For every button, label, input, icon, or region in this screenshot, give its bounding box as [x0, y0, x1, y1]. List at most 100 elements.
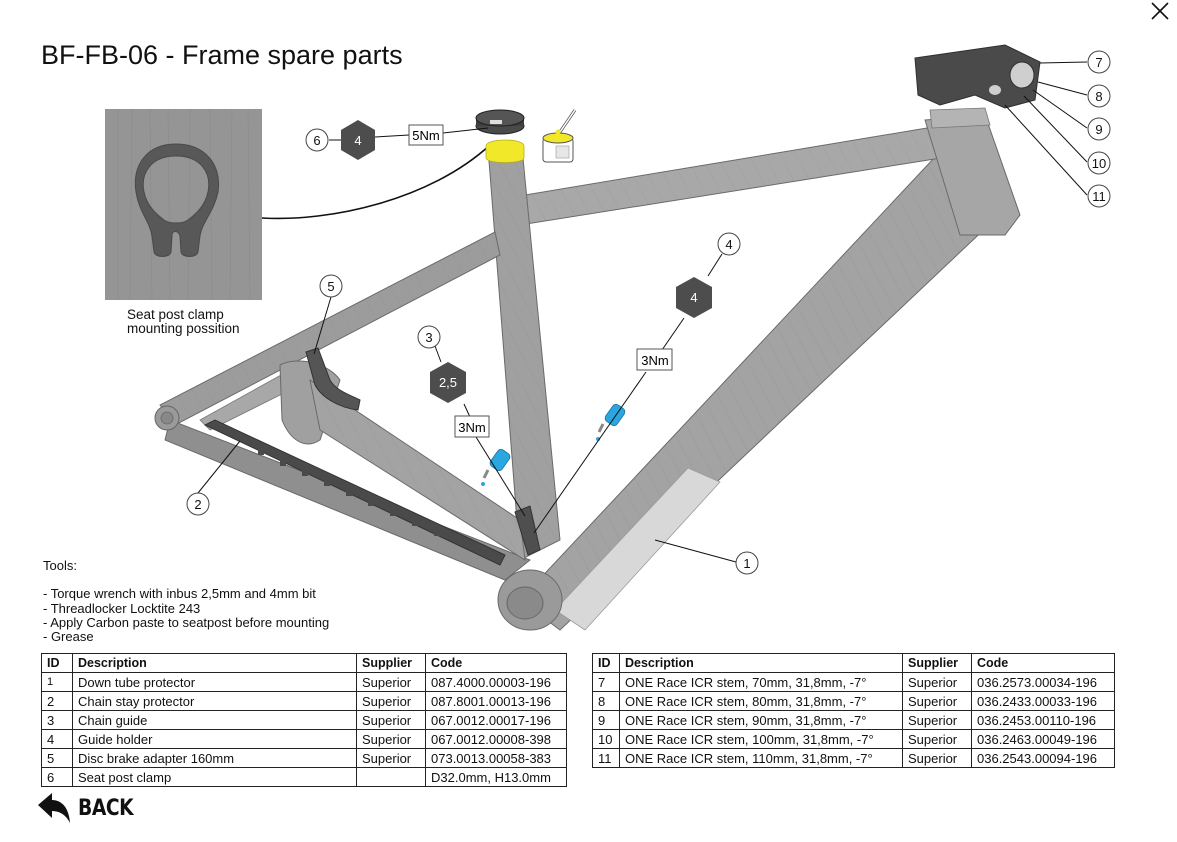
cell-supplier: Superior [902, 691, 972, 711]
callout-4: 4 [725, 237, 732, 252]
cell-code: 036.2453.00110-196 [971, 710, 1115, 730]
close-button[interactable] [1149, 0, 1171, 22]
cell-description: ONE Race ICR stem, 110mm, 31,8mm, -7° [619, 748, 903, 768]
parts-table-left: ID Description Supplier Code 1 Down tube… [41, 653, 567, 787]
inset-leader-line [261, 144, 491, 220]
seat-clamp-inset [105, 108, 262, 301]
cell-code: 067.0012.00017-196 [425, 710, 567, 730]
column-header-description: Description [72, 653, 357, 673]
table-row: 8 ONE Race ICR stem, 80mm, 31,8mm, -7° S… [592, 691, 1115, 711]
table-header-row: ID Description Supplier Code [592, 653, 1115, 673]
svg-text:5Nm: 5Nm [412, 128, 439, 143]
table-row: 11 ONE Race ICR stem, 110mm, 31,8mm, -7°… [592, 748, 1115, 768]
inset-caption-line: Seat post clamp [127, 307, 224, 322]
column-header-id: ID [592, 653, 620, 673]
callout-11: 11 [1092, 189, 1106, 204]
callout-2: 2 [194, 497, 201, 512]
callout-8: 8 [1095, 89, 1102, 104]
table-row: 7 ONE Race ICR stem, 70mm, 31,8mm, -7° S… [592, 672, 1115, 692]
table-row: 3 Chain guide Superior 067.0012.00017-19… [41, 710, 567, 730]
callout-7: 7 [1095, 55, 1102, 70]
table-row: 5 Disc brake adapter 160mm Superior 073.… [41, 748, 567, 768]
cell-description: ONE Race ICR stem, 90mm, 31,8mm, -7° [619, 710, 903, 730]
back-button[interactable]: BACK [36, 791, 143, 825]
cell-description: ONE Race ICR stem, 70mm, 31,8mm, -7° [619, 672, 903, 692]
cell-supplier: Superior [356, 729, 426, 749]
torque-label-guide-holder: 3Nm [636, 348, 673, 371]
grease-pot-icon [542, 109, 577, 163]
column-header-code: Code [425, 653, 567, 673]
cell-id: 9 [592, 710, 620, 730]
grease-band [485, 139, 525, 163]
disc-brake-adapter [305, 347, 361, 411]
cell-code: 036.2463.00049-196 [971, 729, 1115, 749]
cell-supplier [356, 767, 426, 787]
table-row: 2 Chain stay protector Superior 087.8001… [41, 691, 567, 711]
table-row: 6 Seat post clamp D32.0mm, H13.0mm [41, 767, 567, 787]
cell-id: 3 [41, 710, 73, 730]
chain-guide [514, 505, 541, 556]
cell-supplier: Superior [902, 672, 972, 692]
cell-code: 036.2433.00033-196 [971, 691, 1115, 711]
svg-text:4: 4 [690, 290, 697, 305]
hex-bit-seat-clamp: 4 [341, 120, 375, 160]
table-row: 9 ONE Race ICR stem, 90mm, 31,8mm, -7° S… [592, 710, 1115, 730]
tool-item: - Torque wrench with inbus 2,5mm and 4mm… [43, 586, 316, 602]
bike-frame [154, 44, 1041, 631]
cell-code: 087.8001.00013-196 [425, 691, 567, 711]
tool-item: - Apply Carbon paste to seatpost before … [43, 614, 330, 630]
column-header-id: ID [41, 653, 73, 673]
callout-1: 1 [743, 556, 750, 571]
torque-label-seat-clamp: 5Nm [408, 124, 444, 146]
callout-9: 9 [1095, 122, 1102, 137]
cell-id: 10 [592, 729, 620, 749]
cell-supplier: Superior [356, 672, 426, 692]
inset-caption-line: mounting possition [127, 321, 240, 336]
inset-caption: Seat post clamp mounting possition [127, 308, 240, 336]
table-row: 10 ONE Race ICR stem, 100mm, 31,8mm, -7°… [592, 729, 1115, 749]
cell-code: 036.2543.00094-196 [971, 748, 1115, 768]
cell-description: ONE Race ICR stem, 100mm, 31,8mm, -7° [619, 729, 903, 749]
seat-clamp-part [475, 109, 525, 135]
callout-6: 6 [313, 133, 320, 148]
column-header-description: Description [619, 653, 903, 673]
cell-code: D32.0mm, H13.0mm [425, 767, 567, 787]
callout-10: 10 [1092, 156, 1106, 171]
callout-circles [186, 50, 1111, 575]
hex-bit-guide-holder: 4 [676, 277, 712, 318]
column-header-code: Code [971, 653, 1115, 673]
tools-heading: Tools: [43, 558, 77, 573]
cell-code: 073.0013.00058-383 [425, 748, 567, 768]
down-tube-protector [554, 467, 721, 631]
torque-label-chain-guide: 3Nm [454, 415, 490, 438]
column-header-supplier: Supplier [356, 653, 426, 673]
cell-description: Seat post clamp [72, 767, 357, 787]
svg-text:3Nm: 3Nm [458, 420, 485, 435]
stem [914, 44, 1041, 109]
cell-code: 036.2573.00034-196 [971, 672, 1115, 692]
cell-supplier: Superior [902, 729, 972, 749]
cell-code: 087.4000.00003-196 [425, 672, 567, 692]
svg-text:4: 4 [354, 133, 361, 148]
back-label: BACK [78, 795, 134, 821]
cell-description: Down tube protector [72, 672, 357, 692]
cell-description: Chain guide [72, 710, 357, 730]
leader-lines [197, 61, 1088, 563]
cell-id: 7 [592, 672, 620, 692]
cell-supplier: Superior [902, 710, 972, 730]
callout-3: 3 [425, 330, 432, 345]
cell-id: 8 [592, 691, 620, 711]
table-row: 4 Guide holder Superior 067.0012.00008-3… [41, 729, 567, 749]
cell-id: 2 [41, 691, 73, 711]
reply-arrow-icon [38, 793, 70, 823]
cell-id: 6 [41, 767, 73, 787]
cell-description: Guide holder [72, 729, 357, 749]
hex-bit-chain-guide: 2,5 [430, 362, 466, 403]
table-row: 1 Down tube protector Superior 087.4000.… [41, 672, 567, 692]
cell-supplier: Superior [356, 691, 426, 711]
cell-supplier: Superior [902, 748, 972, 768]
tool-item: - Threadlocker Locktite 243 [43, 600, 201, 616]
cell-code: 067.0012.00008-398 [425, 729, 567, 749]
svg-text:2,5: 2,5 [439, 375, 457, 390]
cell-supplier: Superior [356, 710, 426, 730]
